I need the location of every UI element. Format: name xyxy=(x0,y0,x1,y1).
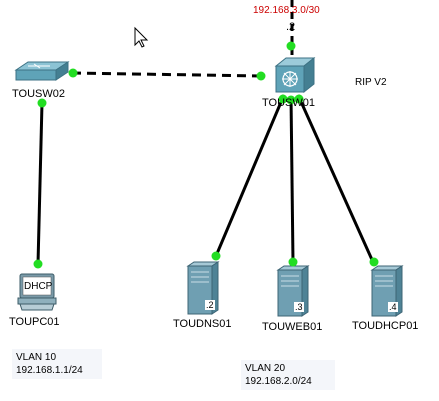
vlan20-name: VLAN 20 xyxy=(245,363,286,374)
vlan20-subnet: 192.168.2.0/24 xyxy=(245,376,312,387)
link-dot xyxy=(278,94,288,104)
vlan10-note: VLAN 10 192.168.1.1/24 xyxy=(12,349,102,379)
vlan20-note: VLAN 20 192.168.2.0/24 xyxy=(241,360,335,390)
link-dot xyxy=(288,257,298,267)
wan-subnet-label: 192.168.3.0/30 xyxy=(253,5,320,16)
link-dot xyxy=(33,259,43,269)
host-suffix-dns: .2 xyxy=(205,300,215,310)
device-label-tousw02: TOUSW02 xyxy=(12,88,65,100)
sw01-web-cable xyxy=(289,95,295,263)
link-dot xyxy=(68,68,78,78)
routing-protocol-label: RIP V2 xyxy=(355,77,387,88)
multilayer-switch-icon-tousw01[interactable] xyxy=(274,56,316,94)
device-label-toupc01: TOUPC01 xyxy=(9,316,60,328)
switch-icon-tousw02[interactable] xyxy=(14,61,70,81)
link-dot xyxy=(256,71,266,81)
link-dot xyxy=(286,41,296,51)
vlan10-name: VLAN 10 xyxy=(16,352,57,363)
server-icon-toudhcp01[interactable] xyxy=(370,265,404,317)
sw01-dns-cable xyxy=(214,94,286,257)
vlan10-subnet: 192.168.1.1/24 xyxy=(16,365,83,376)
trunk-cable xyxy=(71,71,263,78)
wan-host-label: .2 xyxy=(286,21,296,33)
device-label-toudhcp01: TOUDHCP01 xyxy=(352,320,419,332)
host-suffix-dhcp: .4 xyxy=(388,302,398,312)
device-label-touweb01: TOUWEB01 xyxy=(262,321,323,333)
host-suffix-web: .3 xyxy=(294,302,304,312)
link-dot xyxy=(211,251,221,261)
pc-icon-toupc01[interactable] xyxy=(17,273,57,311)
link-dot xyxy=(369,257,379,267)
pc-screen-text: DHCP xyxy=(24,281,53,292)
mouse-cursor-icon xyxy=(134,26,149,48)
link-indicators xyxy=(33,41,379,269)
device-label-toudns01: TOUDNS01 xyxy=(173,318,232,330)
device-label-tousw01: TOUSW01 xyxy=(262,97,315,109)
sw02-pc-cable xyxy=(36,102,44,265)
server-icon-touweb01[interactable] xyxy=(276,265,310,317)
link-dot xyxy=(286,95,296,105)
link-dot xyxy=(37,98,47,108)
sw01-dhcp-cable xyxy=(296,94,375,263)
link-dot xyxy=(294,94,304,104)
